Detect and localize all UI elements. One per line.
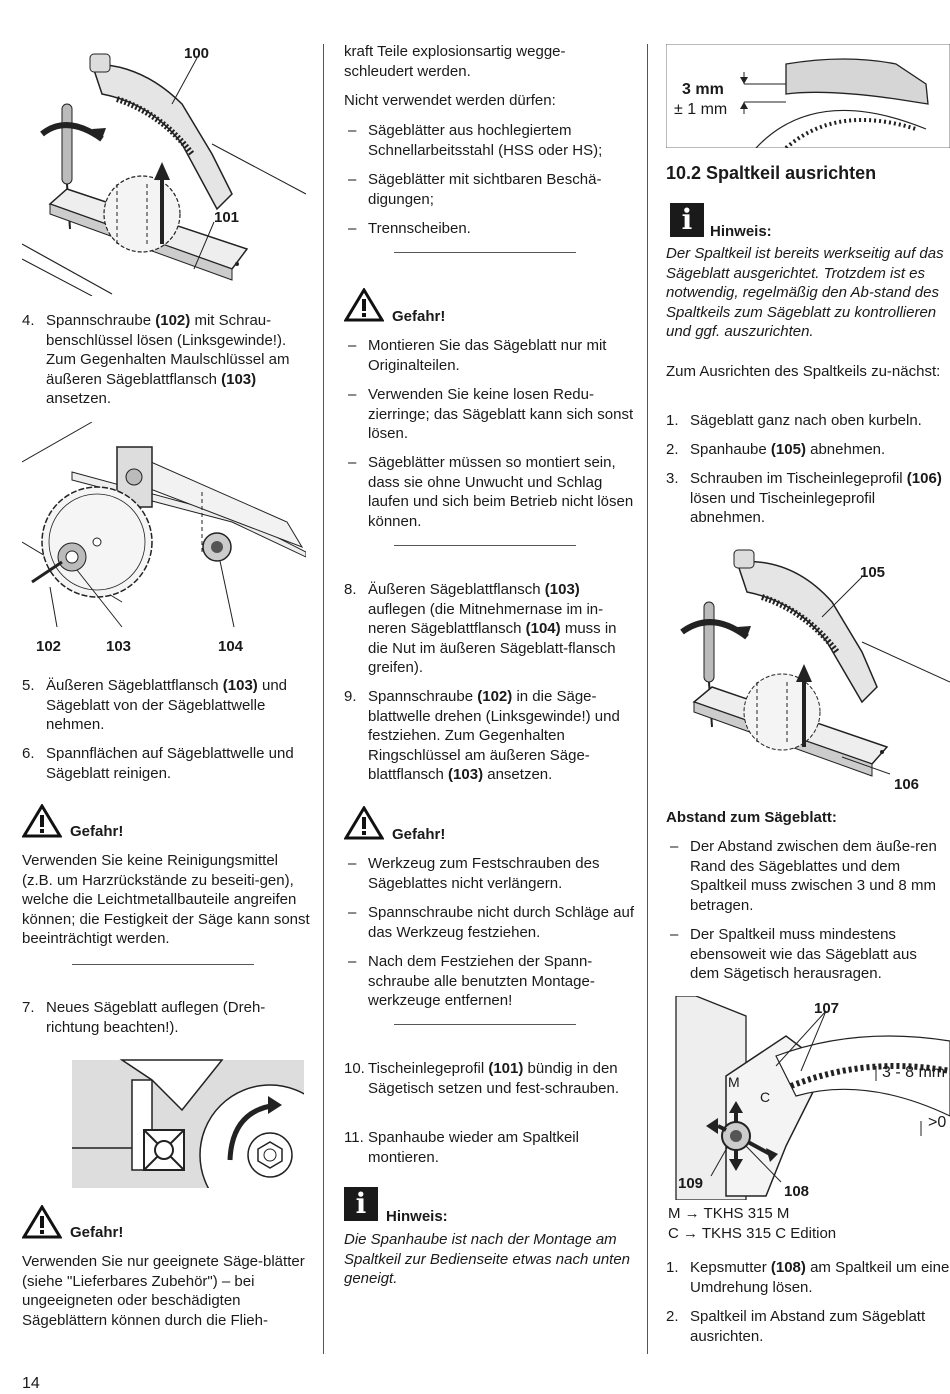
subheading: Abstand zum Sägeblatt: bbox=[666, 809, 837, 826]
list-item: –Nach dem Festziehen der Spann-schraube … bbox=[348, 953, 595, 1010]
step-text: Neues Sägeblatt auflegen (Dreh-richtung … bbox=[46, 999, 266, 1036]
step-text: Äußeren Sägeblattflansch (103) und Sägeb… bbox=[46, 677, 288, 734]
step-5: 5. Äußeren Sägeblattflansch (103) und Sä… bbox=[22, 676, 312, 735]
figure-riving-knife-adjust bbox=[675, 996, 950, 1200]
danger-title: Gefahr! bbox=[70, 1224, 124, 1241]
list-item: –Sägeblätter mit sichtbaren Beschä-digun… bbox=[348, 171, 602, 208]
step-number: 5. bbox=[22, 677, 35, 694]
step-10: 10. Tischeinlegeprofil (101) bündig in d… bbox=[344, 1060, 619, 1097]
step-6: 6. Spannflächen auf Sägeblattwelle und S… bbox=[22, 744, 312, 783]
danger-text: Verwenden Sie nur geeignete Säge-blätter… bbox=[22, 1253, 305, 1329]
figure-label-106: 106 bbox=[894, 776, 920, 793]
list-item: –Montieren Sie das Sägeblatt nur mit Ori… bbox=[348, 337, 607, 374]
note-text: Die Spanhaube ist nach der Montage am Sp… bbox=[344, 1231, 631, 1288]
dimension-label: >0 bbox=[928, 1114, 947, 1131]
step-11: 11. Spanhaube wieder am Spaltkeil montie… bbox=[344, 1129, 579, 1166]
legend-c: C → TKHS 315 C Edition bbox=[668, 1225, 837, 1242]
figure-label-102: 102 bbox=[36, 638, 62, 655]
note-text: Der Spaltkeil ist bereits werkseitig auf… bbox=[666, 245, 944, 341]
danger-title: Gefahr! bbox=[70, 823, 124, 840]
danger-title: Gefahr! bbox=[392, 308, 446, 325]
warning-icon bbox=[344, 806, 384, 840]
info-icon: i bbox=[344, 1187, 378, 1221]
separator bbox=[394, 1024, 576, 1025]
figure-label-108: 108 bbox=[784, 1183, 810, 1200]
list-item: –Verwenden Sie keine losen Redu-zierring… bbox=[348, 386, 634, 443]
step-3: 3. Schrauben im Tischeinlegeprofil (106)… bbox=[666, 470, 942, 527]
warning-icon bbox=[22, 1205, 62, 1239]
figure-remove-insert-profile bbox=[22, 53, 306, 296]
step-8: 8. Äußeren Sägeblattflansch (103) aufleg… bbox=[344, 581, 617, 677]
list-item: –Sägeblätter aus hochlegiertem Schnellar… bbox=[348, 122, 603, 159]
figure-remove-cover bbox=[680, 549, 950, 777]
figure-label-105: 105 bbox=[860, 564, 886, 581]
figure-label-101: 101 bbox=[214, 209, 240, 226]
list-item: –Trennscheiben. bbox=[348, 220, 471, 237]
section-title: 10.2 Spaltkeil ausrichten bbox=[666, 163, 877, 183]
continued-text: kraft Teile explosionsartig wegge-schleu… bbox=[344, 43, 566, 80]
not-used-intro: Nicht verwendet werden dürfen: bbox=[344, 92, 556, 109]
column-divider bbox=[323, 44, 324, 1354]
figure-label-107: 107 bbox=[814, 1000, 840, 1017]
warning-icon bbox=[344, 288, 384, 322]
figure-label-100: 100 bbox=[184, 45, 210, 62]
step-1: 1. Kepsmutter (108) am Spaltkeil um eine… bbox=[666, 1259, 950, 1296]
step-number: 7. bbox=[22, 999, 35, 1016]
note-title: Hinweis: bbox=[710, 223, 772, 240]
list-item: –Der Spaltkeil muss mindestens ebensowei… bbox=[670, 926, 917, 983]
legend-m: M → TKHS 315 M bbox=[668, 1205, 790, 1222]
separator bbox=[394, 252, 576, 253]
step-9: 9. Spannschraube (102) in die Säge-blatt… bbox=[344, 688, 620, 784]
danger-text: Verwenden Sie keine Reinigungsmittel (z.… bbox=[22, 852, 310, 948]
step-number: 6. bbox=[22, 745, 35, 762]
step-text: Spannflächen auf Sägeblattwelle und Säge… bbox=[46, 745, 294, 782]
separator bbox=[394, 545, 576, 546]
column-divider bbox=[647, 44, 648, 1354]
step-4: 4. Spannschraube (102) mit Schrau-bensch… bbox=[22, 311, 312, 409]
figure-riving-knife-distance bbox=[666, 44, 950, 148]
list-item: –Der Abstand zwischen dem äuße-ren Rand … bbox=[670, 838, 937, 914]
tolerance-label: ± 1 mm bbox=[674, 101, 728, 118]
danger-title: Gefahr! bbox=[392, 826, 446, 843]
list-item: –Sägeblätter müssen so montiert sein, da… bbox=[348, 454, 634, 530]
warning-icon bbox=[22, 804, 62, 838]
figure-label-109: 109 bbox=[678, 1175, 704, 1192]
note-title: Hinweis: bbox=[386, 1208, 448, 1225]
step-text: Spannschraube (102) mit Schrau-benschlüs… bbox=[46, 312, 290, 408]
list-item: –Spannschraube nicht durch Schläge auf d… bbox=[348, 904, 635, 941]
figure-saw-blade-flanges bbox=[22, 422, 306, 628]
step-number: 4. bbox=[22, 312, 35, 329]
figure-label-104: 104 bbox=[218, 638, 244, 655]
marking-c: C bbox=[760, 1089, 771, 1105]
page-number: 14 bbox=[22, 1375, 40, 1392]
figure-rotation-direction bbox=[72, 1050, 304, 1188]
marking-m: M bbox=[728, 1074, 740, 1090]
step-1: 1.Sägeblatt ganz nach oben kurbeln. bbox=[666, 412, 922, 429]
dimension-label: 3 mm bbox=[682, 81, 724, 98]
dimension-label: 3 - 8 mm bbox=[882, 1064, 946, 1081]
figure-label-103: 103 bbox=[106, 638, 132, 655]
step-7: 7. Neues Sägeblatt auflegen (Dreh-richtu… bbox=[22, 998, 312, 1037]
separator bbox=[72, 964, 254, 965]
list-item: –Werkzeug zum Festschrauben des Sägeblat… bbox=[348, 855, 600, 892]
info-icon: i bbox=[670, 203, 704, 237]
step-2: 2. Spanhaube (105) abnehmen. bbox=[666, 441, 886, 458]
intro-text: Zum Ausrichten des Spaltkeils zu-nächst: bbox=[666, 363, 941, 380]
step-2: 2. Spaltkeil im Abstand zum Sägeblatt au… bbox=[666, 1308, 926, 1345]
